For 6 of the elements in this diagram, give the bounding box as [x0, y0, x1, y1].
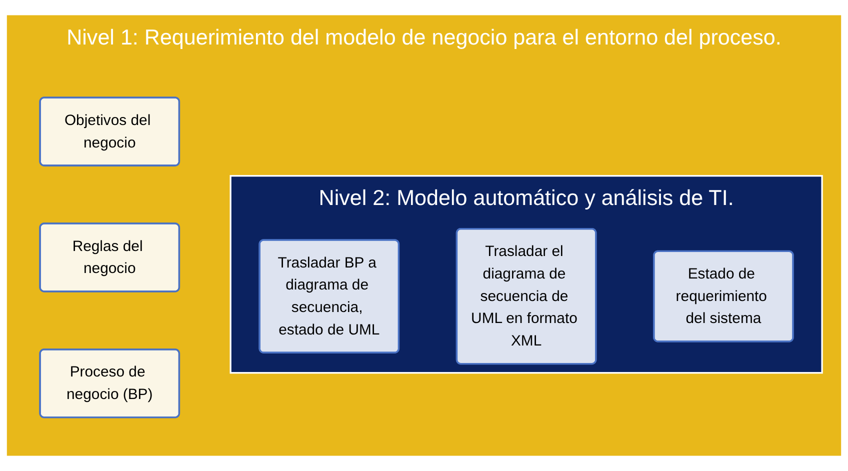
process-box: Trasladar BP a diagrama de secuencia, estado de UML — [258, 239, 400, 354]
process-box: Reglas del negocio — [39, 222, 180, 292]
process-box: Proceso de negocio (BP) — [39, 348, 180, 418]
process-box: Estado de requerimiento del sistema — [653, 250, 794, 342]
process-box: Trasladar el diagrama de secuencia de UML en formato XML — [456, 228, 597, 365]
process-box: Objetivos del negocio — [39, 96, 180, 166]
